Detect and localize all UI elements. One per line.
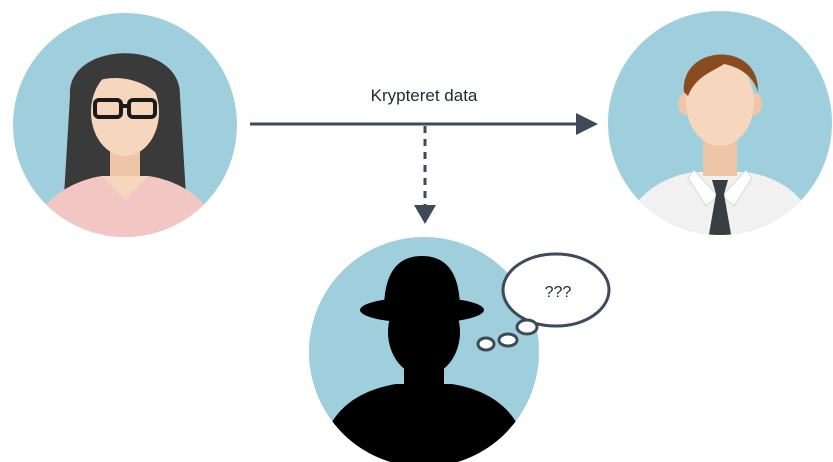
interception-arrow xyxy=(414,126,436,224)
arrow-head-icon xyxy=(576,113,598,135)
thought-bubble-dot-small xyxy=(476,336,496,352)
thought-bubble xyxy=(476,252,611,352)
spy-silhouette-icon xyxy=(320,256,528,462)
woman-avatar-icon xyxy=(32,53,218,237)
man-avatar-icon xyxy=(624,54,816,235)
receiver-avatar xyxy=(608,11,832,235)
thought-bubble-main xyxy=(501,252,611,328)
down-arrow-head-icon xyxy=(414,205,436,224)
encrypted-data-arrow xyxy=(250,113,598,135)
eavesdropper-avatar xyxy=(309,237,539,462)
thought-text: ??? xyxy=(545,284,572,301)
sender-avatar xyxy=(13,13,237,237)
glasses-icon xyxy=(93,98,157,119)
tie-icon xyxy=(708,180,732,235)
thought-bubble-dot-medium xyxy=(497,332,519,348)
edge-label: Krypteret data xyxy=(371,86,478,105)
thought-bubble-dot-large xyxy=(515,318,539,336)
